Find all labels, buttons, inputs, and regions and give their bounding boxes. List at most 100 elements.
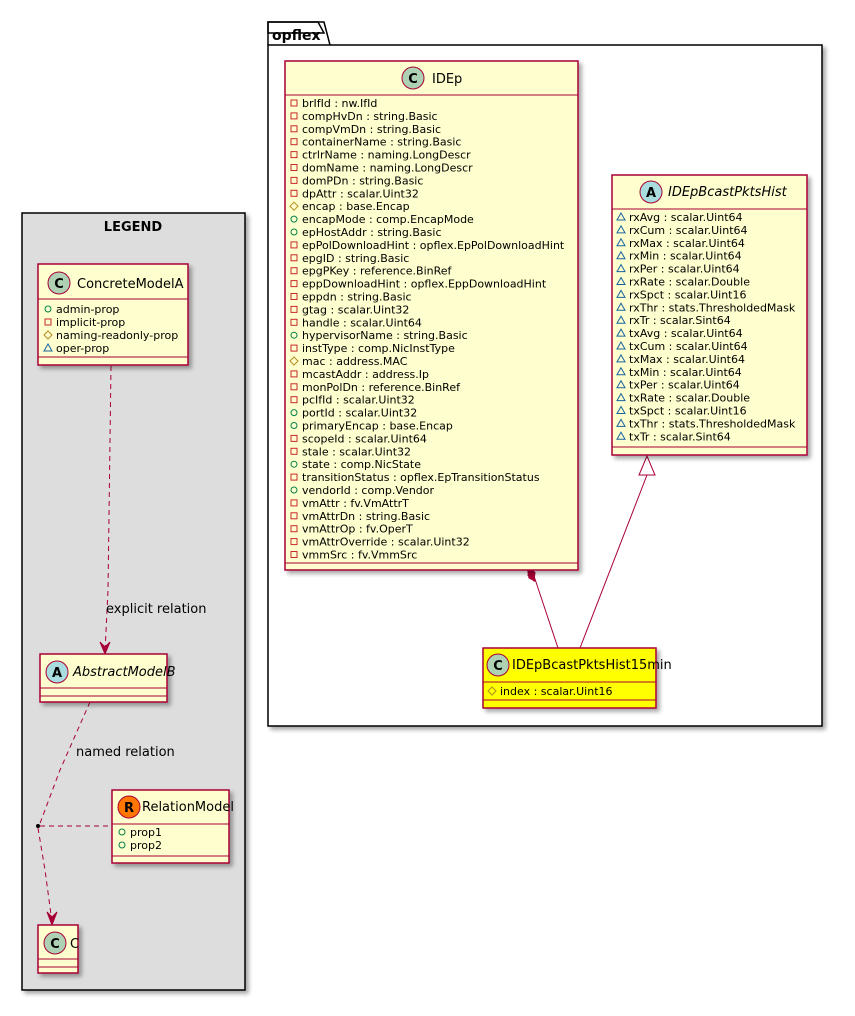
class-name: ConcreteModelA [77, 277, 184, 292]
attribute: oper-prop [56, 342, 109, 355]
stereo-letter: R [124, 801, 134, 816]
private-visibility-icon [290, 344, 298, 352]
class-c-icon [47, 271, 71, 295]
private-visibility-icon [290, 99, 298, 107]
private-visibility-icon [290, 499, 298, 507]
attribute: rxRate : scalar.Double [629, 276, 750, 289]
attribute: txRate : scalar.Double [629, 392, 750, 405]
protected-visibility-icon [289, 356, 299, 366]
private-visibility-icon [290, 254, 298, 262]
private-visibility-icon [44, 318, 52, 326]
attribute: portId : scalar.Uint32 [302, 407, 417, 420]
package-visibility-icon [616, 315, 626, 324]
attribute: txPer : scalar.Uint64 [629, 379, 740, 392]
package-visibility-icon [616, 224, 626, 234]
attribute: encap : base.Encap [302, 200, 410, 213]
named-relation-label: named relation [76, 745, 175, 760]
attribute: rxPer : scalar.Uint64 [629, 263, 740, 276]
attribute: hypervisorName : string.Basic [302, 329, 468, 342]
class-name: IDEp [432, 72, 462, 87]
private-visibility-icon [290, 151, 298, 159]
attribute: txSpct : scalar.Uint16 [629, 405, 747, 418]
private-visibility-icon [290, 370, 298, 378]
attribute: prop2 [130, 839, 162, 852]
private-visibility-icon [290, 396, 298, 404]
stereo-letter: A [646, 186, 656, 201]
attribute: admin-prop [56, 303, 119, 316]
attribute: txCum : scalar.Uint64 [629, 340, 748, 353]
stereo-letter: C [493, 659, 503, 674]
attribute: vmmSrc : fv.VmmSrc [302, 549, 417, 562]
public-visibility-icon [290, 486, 298, 494]
package-visibility-icon [616, 340, 626, 350]
attribute: mac : address.MAC [302, 355, 408, 368]
class-concrete-model-a: C ConcreteModelA admin-propimplicit-prop… [37, 263, 189, 366]
private-visibility-icon [290, 176, 298, 184]
attribute: domName : naming.LongDescr [302, 162, 473, 175]
public-visibility-icon [118, 841, 126, 849]
public-visibility-icon [290, 460, 298, 468]
protected-visibility-icon [43, 330, 53, 340]
private-visibility-icon [290, 512, 298, 520]
attribute: compHvDn : string.Basic [302, 110, 438, 123]
attribute: epHostAddr : string.Basic [302, 226, 442, 239]
public-visibility-icon [44, 305, 52, 313]
class-c-icon [486, 653, 510, 677]
class-r-icon [117, 795, 141, 819]
package-visibility-icon [616, 276, 626, 285]
package-title: opflex [272, 28, 321, 44]
private-visibility-icon [290, 267, 298, 275]
attribute: containerName : string.Basic [302, 136, 461, 149]
stereo-letter: C [54, 277, 64, 292]
attribute: txTr : scalar.Sint64 [629, 430, 731, 443]
attribute: gtag : scalar.Uint32 [302, 303, 409, 316]
attribute: vmAttrOverride : scalar.Uint32 [302, 536, 470, 549]
package-visibility-icon [616, 289, 626, 298]
attribute: vmAttrDn : string.Basic [302, 510, 430, 523]
attribute: scopeId : scalar.Uint64 [302, 432, 427, 445]
package-visibility-icon [616, 418, 626, 427]
private-visibility-icon [290, 138, 298, 146]
public-visibility-icon [290, 215, 298, 223]
attribute: handle : scalar.Uint64 [302, 316, 422, 329]
stereo-letter: C [50, 937, 60, 952]
package-visibility-icon [43, 342, 53, 352]
legend-title: LEGEND [104, 220, 163, 235]
class-abstract-model-b: A AbstractModelB [39, 653, 176, 703]
class-c-icon [43, 931, 67, 955]
class-name: AbstractModelB [72, 665, 176, 680]
private-visibility-icon [290, 305, 298, 313]
private-visibility-icon [290, 112, 298, 120]
private-visibility-icon [290, 434, 298, 442]
attribute: index : scalar.Uint16 [500, 685, 613, 698]
attribute: eppDownloadHint : opflex.EppDownloadHint [302, 278, 547, 291]
attribute: stale : scalar.Uint32 [302, 445, 411, 458]
attribute: rxMax : scalar.Uint64 [629, 237, 745, 250]
package-visibility-icon [616, 392, 626, 402]
attribute: encapMode : comp.EncapMode [302, 213, 474, 226]
attribute: domPDn : string.Basic [302, 174, 423, 187]
package-visibility-icon [616, 237, 626, 247]
attribute: eppdn : string.Basic [302, 291, 412, 304]
class-a-icon [45, 660, 69, 684]
class-idep-bcast-pkts-hist: A IDEpBcastPktsHist rxAvg : scalar.Uint6… [611, 174, 808, 456]
public-visibility-icon [290, 331, 298, 339]
private-visibility-icon [290, 125, 298, 133]
protected-visibility-icon [487, 686, 497, 696]
package-visibility-icon [616, 250, 626, 260]
attribute: epgID : string.Basic [302, 252, 409, 265]
private-visibility-icon [290, 383, 298, 391]
stereo-letter: C [408, 72, 418, 87]
public-visibility-icon [290, 422, 298, 429]
attribute: pcIfId : scalar.Uint32 [302, 394, 415, 407]
attribute: txAvg : scalar.Uint64 [629, 327, 743, 340]
class-name: IDEpBcastPktsHist [668, 185, 788, 200]
attribute: rxAvg : scalar.Uint64 [629, 211, 743, 224]
attribute: instType : comp.NicInstType [302, 342, 455, 355]
relations: explicit relation named relation [36, 365, 656, 927]
class-c-icon [401, 66, 425, 90]
attribute: epPolDownloadHint : opflex.EpPolDownload… [302, 239, 565, 252]
